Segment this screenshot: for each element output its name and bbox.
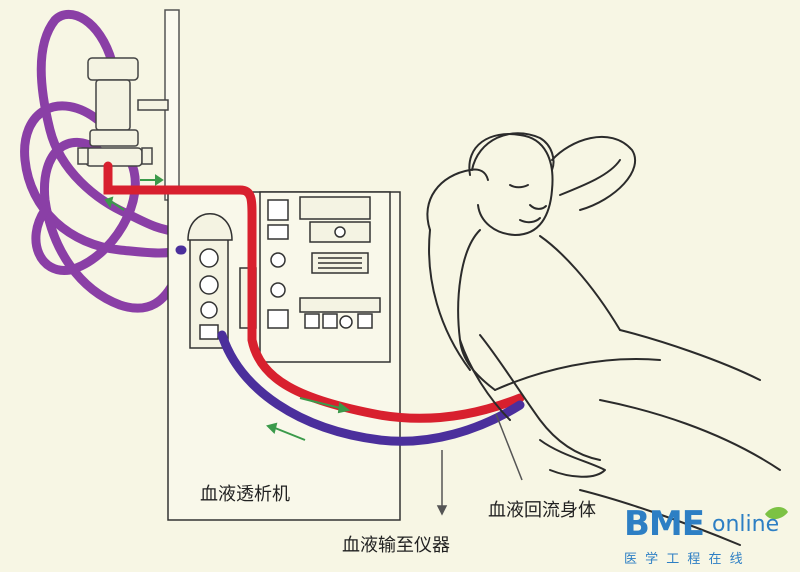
dialysis-machine <box>167 191 401 521</box>
to-machine-label: 血液输至仪器 <box>342 535 450 556</box>
pointer-lines <box>436 413 523 516</box>
patient-figure <box>426 132 781 546</box>
dialyzer-tubing <box>20 10 187 313</box>
watermark-brand-bold: BME <box>624 504 705 544</box>
watermark-brand-light: online <box>712 512 780 537</box>
arrow-icon <box>104 174 351 441</box>
return-to-body-label: 血液回流身体 <box>488 500 596 521</box>
leaf-icon <box>765 506 788 520</box>
blood-lines <box>103 161 525 446</box>
dialyzer <box>77 57 169 167</box>
machine-label: 血液透析机 <box>200 484 290 505</box>
watermark-subtitle: 医 学 工 程 在 线 <box>624 552 745 567</box>
